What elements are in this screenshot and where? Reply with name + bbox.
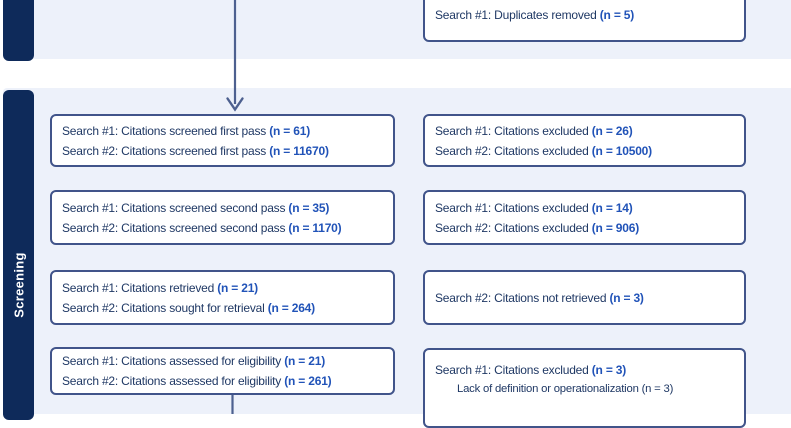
box-line: Search #2: Citations assessed for eligib… — [62, 371, 383, 391]
box-line-text: Search #2: Citations screened second pas… — [62, 220, 289, 235]
box-line: Search #2: Citations excluded (n = 10500… — [435, 141, 734, 161]
box-line: Search #2: Citations excluded (n = 906) — [435, 218, 734, 238]
count-value: (n = 3) — [609, 290, 644, 305]
box-line-text: Lack of definition or operationalization… — [457, 383, 674, 395]
box-line: Search #2: Citations screened first pass… — [62, 141, 383, 161]
box-citations-excluded-second-pass: Search #1: Citations excluded (n = 14) S… — [423, 190, 746, 245]
count-value: (n = 21) — [217, 280, 258, 295]
box-citations-screened-second-pass: Search #1: Citations screened second pas… — [50, 190, 395, 245]
count-value: (n = 26) — [591, 123, 633, 138]
box-citations-assessed-eligibility: Search #1: Citations assessed for eligib… — [50, 347, 395, 395]
box-line-text: Search #2: Citations excluded — [435, 143, 592, 158]
box-line: Search #2: Citations not retrieved (n = … — [435, 288, 734, 308]
screening-stage-sidebar-tab: Screening — [3, 90, 34, 420]
box-line-text: Search #1: Citations excluded — [435, 200, 592, 215]
count-value: (n = 261) — [284, 374, 332, 388]
box-line: Search #1: Citations screened second pas… — [62, 198, 383, 218]
box-line-text: Search #2: Citations not retrieved — [435, 290, 610, 305]
box-line-text: Search #1: Citations retrieved — [62, 280, 218, 295]
box-line: Search #2: Citations sought for retrieva… — [62, 298, 383, 318]
box-line-text: Search #1: Citations excluded — [435, 123, 592, 138]
box-line-text: Search #1: Citations screened second pas… — [62, 200, 289, 215]
count-value: (n = 61) — [269, 123, 310, 138]
count-value: (n = 14) — [591, 200, 633, 215]
box-line-text: Search #1: Citations screened first pass — [62, 123, 270, 138]
count-value: (n = 906) — [591, 220, 639, 235]
box-line-text: Search #2: Citations screened first pass — [62, 143, 270, 158]
box-citations-excluded-eligibility: Search #1: Citations excluded (n = 3) La… — [423, 348, 746, 428]
box-citations-excluded-first-pass: Search #1: Citations excluded (n = 26) S… — [423, 114, 746, 167]
count-value: (n = 1170) — [288, 220, 342, 235]
count-value: (n = 5) — [599, 8, 635, 22]
count-value: (n = 21) — [284, 354, 325, 368]
count-value: (n = 3) — [591, 363, 627, 377]
count-value: (n = 35) — [288, 200, 330, 215]
box-line: Search #1: Citations assessed for eligib… — [62, 351, 383, 371]
count-value: (n = 264) — [267, 300, 315, 315]
box-line: Search #2: Citations screened second pas… — [62, 218, 383, 238]
box-line: Search #1: Duplicates removed (n = 5) — [435, 5, 734, 25]
box-line-text: Search #2: Citations sought for retrieva… — [62, 300, 268, 315]
top-stage-sidebar-tab — [3, 0, 34, 61]
box-citations-retrieved: Search #1: Citations retrieved (n = 21) … — [50, 270, 395, 325]
count-value: (n = 10500) — [591, 143, 652, 158]
box-subline-exclusion-reason: Lack of definition or operationalization… — [435, 380, 734, 398]
box-line-text: Search #2: Citations excluded — [435, 220, 592, 235]
box-line: Search #1: Citations screened first pass… — [62, 121, 383, 141]
box-line: Search #1: Citations excluded (n = 14) — [435, 198, 734, 218]
box-line-text: Search #1: Citations assessed for eligib… — [62, 354, 285, 368]
count-value: (n = 11670) — [269, 143, 329, 158]
screening-stage-label: Screening — [11, 252, 26, 318]
box-line: Search #1: Citations excluded (n = 3) — [435, 360, 734, 380]
box-line-text: Search #1: Citations excluded — [435, 363, 592, 377]
box-line: Search #1: Citations retrieved (n = 21) — [62, 278, 383, 298]
box-line: Search #1: Citations excluded (n = 26) — [435, 121, 734, 141]
box-duplicates-removed: Search #1: Duplicates removed (n = 5) — [423, 0, 746, 42]
box-line-text: Search #2: Citations assessed for eligib… — [62, 374, 285, 388]
box-citations-not-retrieved: Search #2: Citations not retrieved (n = … — [423, 270, 746, 325]
box-citations-screened-first-pass: Search #1: Citations screened first pass… — [50, 114, 395, 167]
box-line-text: Search #1: Duplicates removed — [435, 8, 600, 22]
